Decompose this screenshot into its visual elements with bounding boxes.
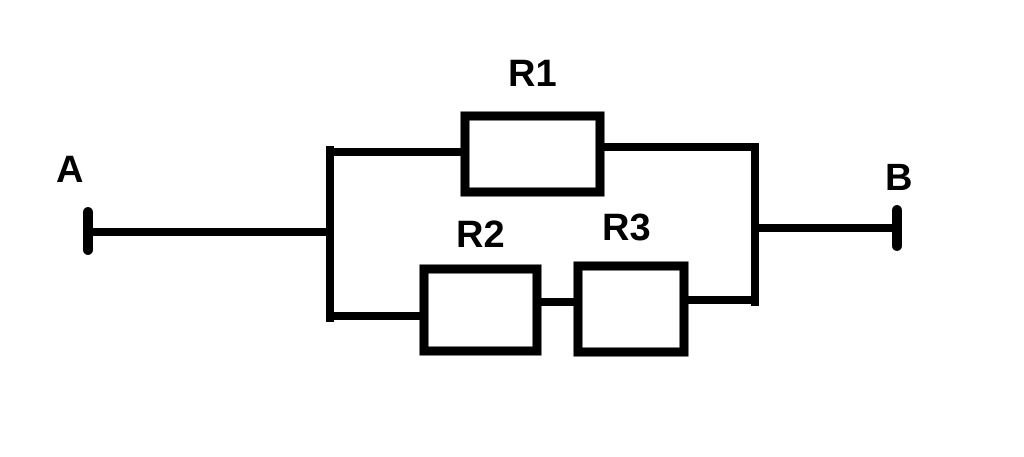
resistor-r3-label: R3 xyxy=(602,207,651,249)
terminal-a-label: A xyxy=(56,149,83,191)
resistor-r2 xyxy=(419,264,542,356)
terminal-b-label: B xyxy=(885,157,912,199)
resistor-r2-label: R2 xyxy=(456,214,505,256)
resistor-r1 xyxy=(460,111,605,197)
resistor-r3 xyxy=(573,261,689,357)
resistor-r1-label: R1 xyxy=(508,53,557,95)
